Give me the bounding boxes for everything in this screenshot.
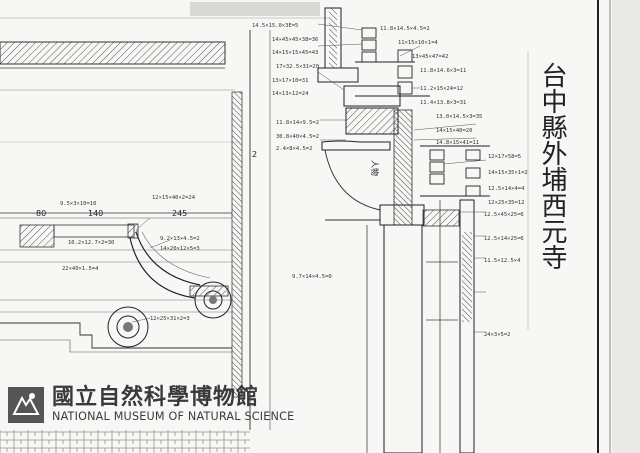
annotation: 13×45×47=42 [412,54,448,60]
museum-logo-icon [8,387,44,423]
dimension-245: 245 [172,209,187,218]
annotation: 13×17×10=31 [272,78,308,84]
annotation: 11.8×14.6×3=11 [420,68,466,74]
annotation: 14×20×12×5=3 [160,246,200,252]
annotation: 12.5×45×25=6 [484,212,524,218]
annotation: 12×17×58=5 [488,154,521,160]
annotation: 14.5×15.0×3E=5 [252,23,298,29]
annotation: 11.4×13.8×3=31 [420,100,466,106]
annotation: 9.7×14×4.5=0 [292,274,332,280]
annotation: 12.5×14×25=6 [484,236,524,242]
annotation: 11.8×14×9.5=2 [276,120,319,126]
annotation: 14×45×45×38=36 [272,37,318,43]
annotation: 13.0×14.5×3=35 [436,114,482,120]
dimension-140: 140 [88,209,103,218]
svg-text:2: 2 [252,150,257,159]
drawing-title: 台中縣外埔西元寺 [537,62,567,270]
annotations-middle: 11.8×14×9.5=2 30.8×40×4.5=2 2.4×8×4.5=2 … [276,120,528,206]
annotation: 12.5×14×4=4 [488,186,525,192]
annotations-upper: 14.5×15.0×3E=5 14×45×45×38=36 14×15×15×4… [252,23,482,120]
annotation: 9.5×3×10=10 [60,201,96,207]
annotation: 14×15×15×45=43 [272,50,318,56]
museum-name-en: NATIONAL MUSEUM OF NATURAL SCIENCE [52,410,295,423]
annotation: 12×15×40×2=24 [152,195,196,201]
annotation: 14×15×35×1=2 [488,170,528,176]
annotation: 2.4×8×4.5=2 [276,146,312,152]
annotation: 11×15×10×1=4 [398,40,438,46]
annotation: 30.8×40×4.5=2 [276,134,319,140]
annotation: 11.5×12.5×4 [484,258,521,264]
annotation: 11.2×15×24=12 [420,86,463,92]
annotation: 10.2×12.7×2=30 [68,240,114,246]
annotation: 14.8×15×41=11 [436,140,479,146]
annotation: 14×13×12=24 [272,91,309,97]
annotation: 22×40×1.5=4 [62,266,99,272]
annotation: 11.8×14.5×4.5=2 [380,26,430,32]
annotation: 17×32.5×31=20 [276,64,319,70]
annotation: 9.2×13×4.5=2 [160,236,200,242]
annotation: 12×25×31×2=3 [150,316,190,322]
annotation: 12×25×35=12 [488,200,524,206]
dimension-80: 80 [36,209,46,218]
figure-label: 人物 [370,160,380,176]
annotation: 24×3×5=2 [484,332,511,338]
annotation: 14×15×40=20 [436,128,472,134]
museum-name-zh: 國立自然科學博物館 [52,385,260,410]
museum-watermark: 國立自然科學博物館 NATIONAL MUSEUM OF NATURAL SCI… [8,386,294,424]
annotations-lower: 12×15×40×2=24 9.5×3×10=10 9.2×13×4.5=2 1… [60,195,524,338]
